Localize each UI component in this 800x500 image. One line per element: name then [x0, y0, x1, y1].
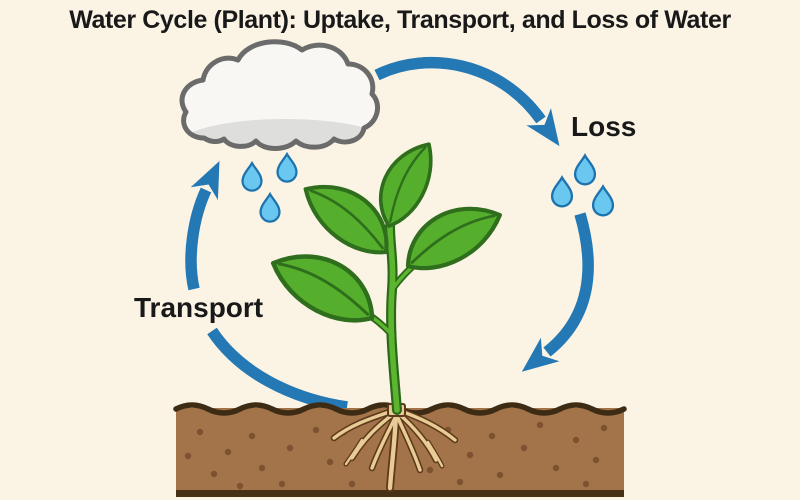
loss-down-arrow-icon	[521, 212, 594, 372]
transport-up-arrow-icon	[185, 160, 220, 291]
leaf-top	[378, 142, 433, 228]
soil-speckles	[184, 421, 608, 490]
transport-label: Transport	[134, 292, 264, 323]
leaf-right	[405, 206, 502, 271]
rain-drops-icon	[241, 152, 298, 223]
diagram-title: Water Cycle (Plant): Uptake, Transport, …	[69, 6, 731, 34]
leaf-lower-left	[270, 254, 375, 323]
uptake-arc-lower	[207, 327, 348, 413]
cloud-to-loss-arrow-icon	[374, 56, 560, 147]
roots-icon	[330, 403, 459, 492]
cloud-icon	[177, 42, 393, 173]
loss-drops-icon	[550, 154, 615, 217]
loss-label: Loss	[571, 111, 637, 142]
plant-icon	[270, 142, 502, 415]
leaf-upper-left	[303, 184, 389, 255]
